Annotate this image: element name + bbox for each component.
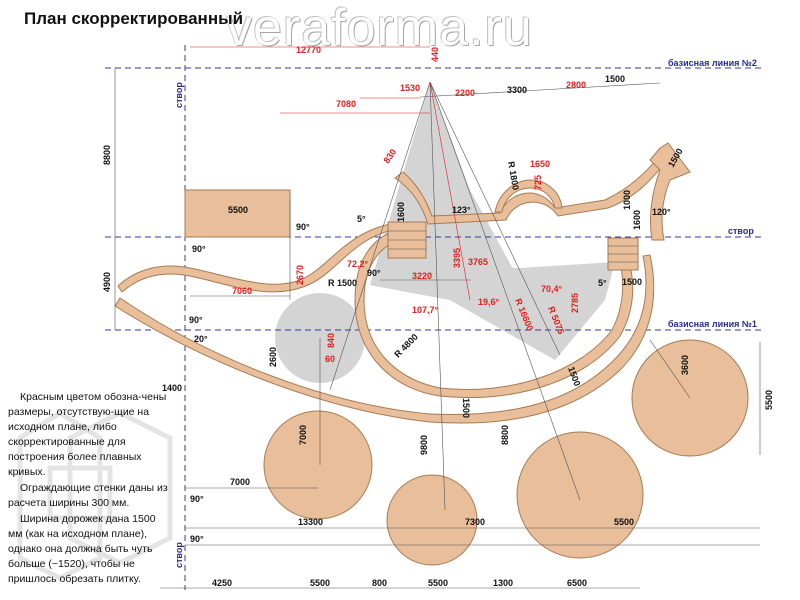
guide-labels: базисная линия №2 базисная линия №1 ство…	[174, 58, 757, 568]
dim-label: 1600	[632, 210, 642, 230]
stair-steps	[388, 230, 638, 263]
base-line-2-label: базисная линия №2	[668, 58, 757, 68]
angle-label: 20°	[194, 334, 208, 344]
dim-label: 7000	[230, 477, 250, 487]
angle-label: 90°	[190, 534, 204, 544]
pool-rim	[354, 227, 634, 399]
dim-label: 440	[430, 47, 440, 62]
dim-label: 3395	[452, 248, 462, 268]
patio-circle-3	[516, 431, 644, 559]
dim-label: 5500	[764, 390, 774, 410]
dim-label: 1600	[396, 202, 406, 222]
dim-label: 5500	[614, 517, 634, 527]
dim-label: 1650	[530, 159, 550, 169]
dim-label: 72,2°	[347, 259, 369, 269]
dim-label: 3600	[680, 355, 690, 375]
angle-label: 90°	[192, 244, 206, 254]
note-2: Ограждающие стенки даны из расчета ширин…	[8, 482, 168, 509]
radius-label: R 1800	[506, 161, 521, 191]
dim-label: 107,7°	[412, 305, 439, 315]
notes-block: Красным цветом обозна-чены размеры, отсу…	[8, 390, 168, 588]
dim-label: 70,4°	[541, 284, 563, 294]
dim-label: 4900	[102, 272, 112, 292]
arch-bump	[494, 179, 563, 213]
dim-label: 1500	[622, 277, 642, 287]
construction-lines	[114, 46, 761, 589]
dim-label: 1400	[162, 383, 182, 393]
dim-label: 1500	[461, 398, 471, 418]
stvor-bottom-label: створ	[174, 542, 184, 568]
dim-label: 5500	[428, 578, 448, 588]
dim-label: 800	[372, 578, 387, 588]
dim-label: 7060	[232, 286, 252, 296]
stvor-top-label: створ	[174, 82, 184, 108]
dim-label: 5500	[228, 205, 248, 215]
dim-label: 60	[325, 354, 335, 364]
dim-label: 3220	[412, 271, 432, 281]
dim-label: 1500	[605, 74, 625, 84]
dim-label: 9800	[419, 435, 429, 455]
rect-platform	[184, 189, 291, 238]
dim-label: 840	[326, 333, 336, 348]
angle-label: 5°	[357, 214, 366, 224]
dim-label: 8800	[500, 425, 510, 445]
note-1: Красным цветом обозна-чены размеры, отсу…	[8, 391, 167, 478]
dim-label: 830	[381, 147, 398, 165]
angle-label: 90°	[296, 222, 310, 232]
right-arm	[649, 142, 691, 241]
angle-label: 120°	[652, 207, 671, 217]
patio-circle-1	[263, 410, 373, 520]
shade-pool	[370, 262, 615, 360]
dim-label: 2200	[455, 88, 475, 98]
angle-label: 90°	[189, 315, 203, 325]
path-walls	[114, 142, 691, 424]
dim-label: 725	[533, 175, 543, 190]
dim-label: 1300	[493, 578, 513, 588]
dim-label: 5500	[310, 578, 330, 588]
dim-label: 3300	[507, 85, 527, 95]
dim-label: 7000	[298, 425, 308, 445]
dim-label: 6500	[567, 578, 587, 588]
base-line-1-label: базисная линия №1	[668, 319, 757, 329]
dim-label: 2600	[268, 347, 278, 367]
lower-sweep-path	[114, 254, 655, 424]
dim-label: 2785	[570, 293, 580, 313]
dim-label: 1530	[400, 83, 420, 93]
dim-label: 1000	[622, 190, 632, 210]
angle-label: 123°	[452, 205, 471, 215]
dim-label: 12770	[296, 45, 321, 55]
dim-label: 2800	[566, 80, 586, 90]
angle-label: 90°	[190, 494, 204, 504]
angle-label: 90°	[367, 268, 381, 278]
radius-label: R 4800	[392, 332, 420, 360]
angle-label: 5°	[598, 278, 607, 288]
note-3: Ширина дорожек дана 1500 мм (как на исхо…	[8, 513, 156, 585]
page-title: План скорректированный	[24, 9, 244, 28]
dim-label: 2670	[295, 265, 305, 285]
patio-circle-2	[386, 474, 478, 566]
dim-label: 13300	[298, 517, 323, 527]
radius-label: R 1500	[328, 278, 357, 288]
dim-label: 7080	[336, 99, 356, 109]
dim-label: 8800	[102, 145, 112, 165]
dim-label: 19,6°	[478, 297, 500, 307]
dim-label: 7300	[465, 517, 485, 527]
stvor-right-label: створ	[728, 226, 754, 236]
dim-label: 3765	[468, 257, 488, 267]
dim-label: 4250	[212, 578, 232, 588]
